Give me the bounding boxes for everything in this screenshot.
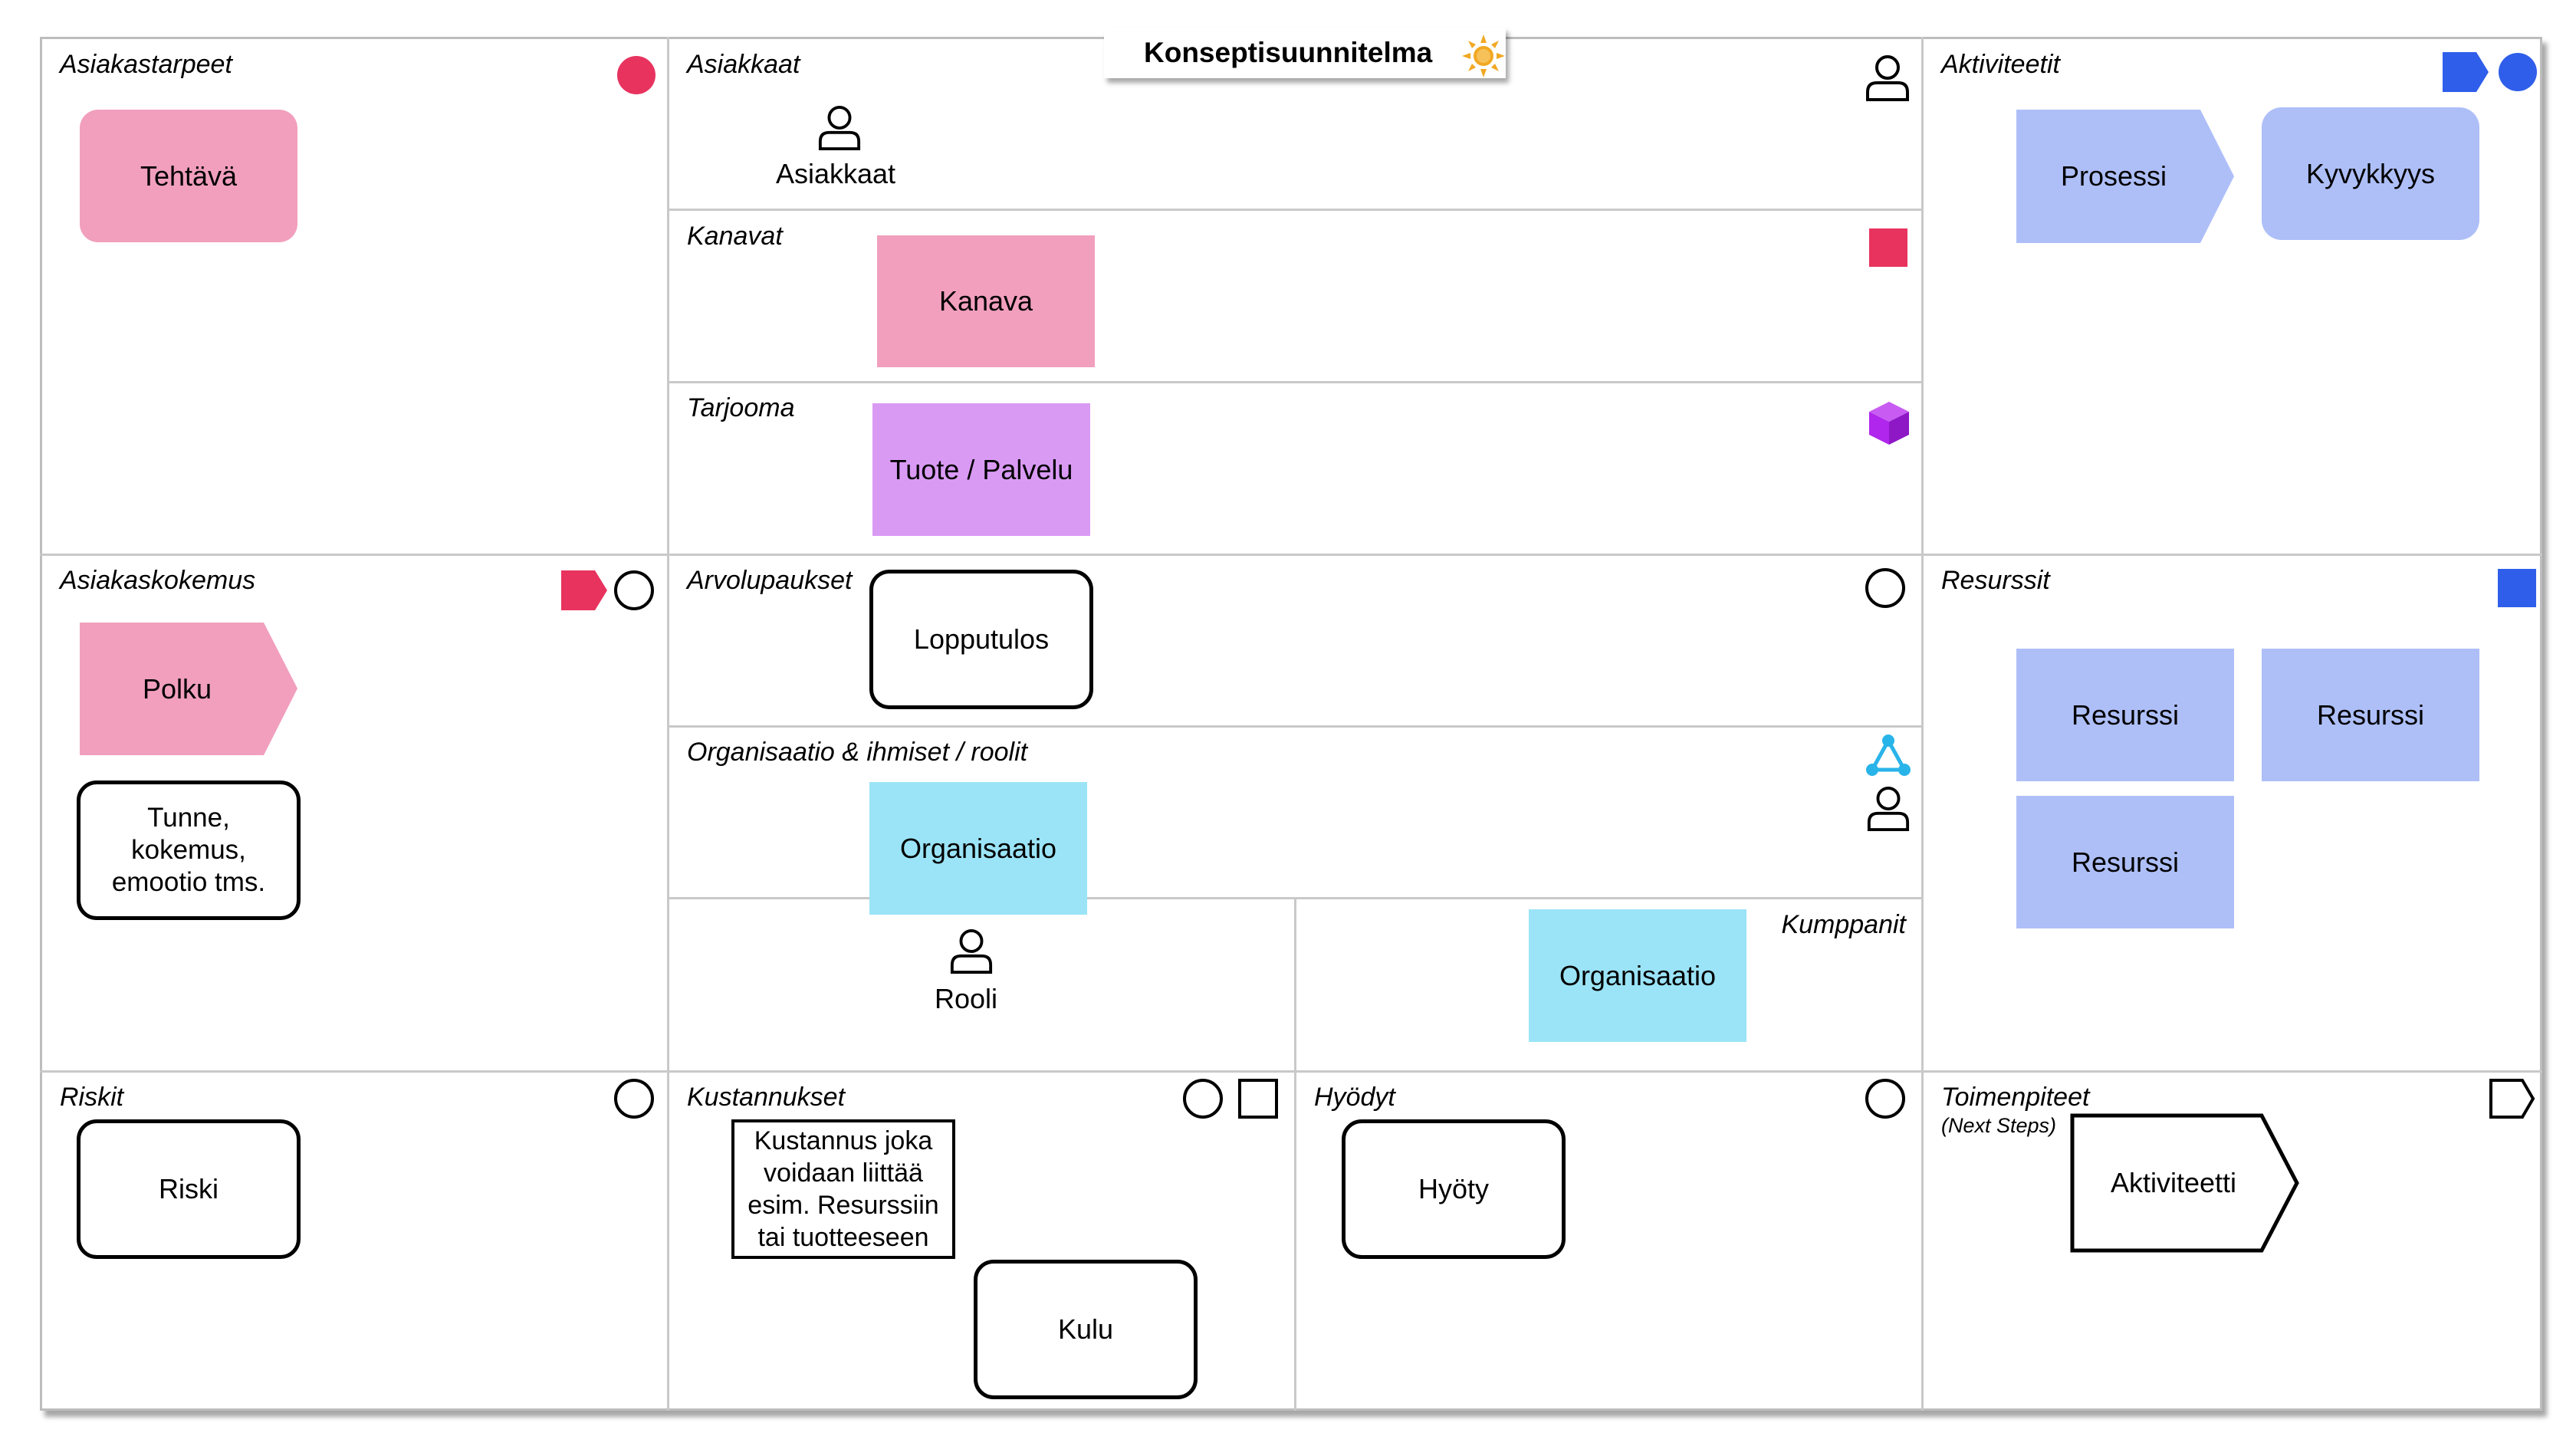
red-pentagon-icon: [561, 570, 607, 610]
node-asiakkaat-label[interactable]: Asiakkaat: [775, 158, 896, 189]
node-polku[interactable]: Polku: [80, 623, 297, 755]
node-tuote-palvelu[interactable]: Tuote / Palvelu: [872, 403, 1090, 536]
divider: [667, 725, 1921, 728]
node-lopputulos[interactable]: Lopputulos: [869, 570, 1093, 709]
person-icon: [818, 106, 861, 150]
section-label-toimenpiteet: Toimenpiteet: [1941, 1083, 2090, 1112]
circle-outline-icon: [614, 1079, 654, 1119]
node-polku-label: Polku: [142, 672, 212, 705]
section-label-aktiviteetit: Aktiviteetit: [1941, 50, 2060, 79]
red-circle-icon: [617, 56, 656, 94]
node-resurssi[interactable]: Resurssi: [2016, 796, 2234, 928]
divider: [667, 37, 669, 1411]
blue-circle-icon: [2499, 53, 2537, 91]
person-icon: [1866, 55, 1909, 101]
section-label-tarjooma: Tarjooma: [687, 393, 795, 422]
section-label-riskit: Riskit: [60, 1083, 124, 1112]
square-outline-icon: [1238, 1079, 1278, 1119]
divider: [1921, 37, 1924, 1411]
node-riski[interactable]: Riski: [77, 1119, 301, 1259]
blue-square-icon: [2498, 569, 2536, 607]
node-prosessi[interactable]: Prosessi: [2016, 110, 2234, 243]
node-prosessi-label: Prosessi: [2060, 160, 2167, 192]
node-organisaatio[interactable]: Organisaatio: [869, 782, 1087, 915]
node-kustannus-note[interactable]: Kustannus joka voidaan liittää esim. Res…: [731, 1119, 955, 1259]
sun-icon: [1462, 35, 1505, 77]
section-label-asiakkaat: Asiakkaat: [687, 50, 800, 79]
person-icon: [1867, 787, 1910, 831]
divider: [667, 209, 1921, 211]
board-title: Konseptisuunnitelma: [1104, 28, 1506, 78]
divider: [1294, 897, 1296, 1411]
section-label-kumppanit: Kumppanit: [1781, 910, 1906, 939]
divider: [40, 554, 2542, 556]
node-tehtava[interactable]: Tehtävä: [80, 110, 297, 242]
node-kanava[interactable]: Kanava: [877, 235, 1095, 367]
circle-outline-icon: [614, 570, 654, 610]
node-organisaatio-kumppani[interactable]: Organisaatio: [1529, 909, 1746, 1042]
divider: [40, 1070, 2542, 1073]
circle-outline-icon: [1183, 1079, 1223, 1119]
node-kyvykkyys[interactable]: Kyvykkyys: [2262, 107, 2479, 240]
node-aktiviteetti[interactable]: Aktiviteetti: [2070, 1113, 2300, 1253]
red-square-icon: [1869, 228, 1907, 267]
section-label-resurssit: Resurssit: [1941, 566, 2050, 595]
node-kulu[interactable]: Kulu: [974, 1260, 1198, 1399]
blue-pentagon-icon: [2443, 52, 2489, 92]
node-tunne[interactable]: Tunne, kokemus, emootio tms.: [77, 781, 301, 920]
section-label-arvolupaukset: Arvolupaukset: [687, 566, 853, 595]
circle-outline-icon: [1865, 1079, 1905, 1119]
section-label-hyodyt: Hyödyt: [1314, 1083, 1395, 1112]
network-icon: [1866, 735, 1911, 776]
divider: [667, 381, 1921, 383]
node-resurssi[interactable]: Resurssi: [2262, 649, 2479, 781]
node-rooli-label[interactable]: Rooli: [934, 983, 998, 1014]
section-label-kanavat: Kanavat: [687, 222, 783, 251]
section-label-asiakaskokemus: Asiakaskokemus: [60, 566, 256, 595]
circle-outline-icon: [1865, 568, 1905, 608]
section-sublabel-next-steps: (Next Steps): [1941, 1114, 2057, 1137]
node-hyoty[interactable]: Hyöty: [1342, 1119, 1566, 1259]
node-aktiviteetti-label: Aktiviteetti: [2110, 1167, 2237, 1198]
node-resurssi[interactable]: Resurssi: [2016, 649, 2234, 781]
section-label-kustannukset: Kustannukset: [687, 1083, 846, 1112]
pentagon-outline-icon: [2489, 1079, 2535, 1119]
board-title-text: Konseptisuunnitelma: [1144, 37, 1433, 68]
person-icon: [950, 929, 993, 974]
section-label-organisaatio: Organisaatio & ihmiset / roolit: [687, 738, 1028, 767]
section-label-asiakastarpeet: Asiakastarpeet: [60, 50, 232, 79]
violet-cube-icon: [1869, 402, 1909, 445]
